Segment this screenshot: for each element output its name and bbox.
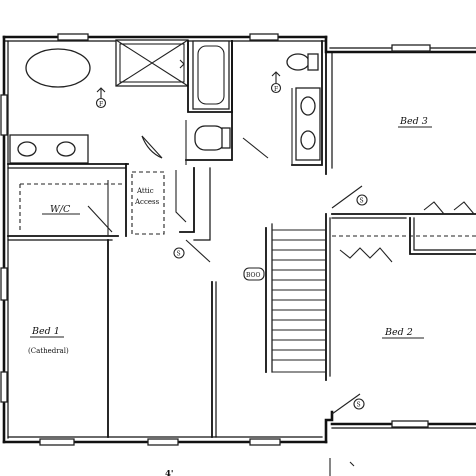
smoke-detector-bed2 bbox=[353, 398, 365, 410]
window-west-1 bbox=[0, 94, 8, 136]
window-south-3 bbox=[249, 438, 281, 446]
toilet-master bbox=[194, 125, 226, 151]
room-label-bed1-cathedral: (Cathedral) bbox=[28, 347, 69, 355]
fan-mark-master: F bbox=[99, 101, 103, 108]
master-bath: F bbox=[9, 39, 233, 165]
window-south-1 bbox=[39, 438, 75, 446]
svg-text:S: S bbox=[177, 251, 181, 258]
window-north-1 bbox=[57, 33, 89, 41]
room-label-wic: W/C bbox=[50, 204, 71, 215]
fan-mark-hall: F bbox=[274, 86, 278, 93]
attic-access-hatch bbox=[131, 171, 165, 235]
exterior-walls bbox=[0, 33, 476, 446]
hall-sink-2 bbox=[300, 130, 316, 150]
soaking-tub bbox=[25, 48, 91, 88]
symbols: S S S BOO bbox=[173, 194, 368, 410]
window-west-3 bbox=[0, 371, 8, 403]
svg-text:S: S bbox=[360, 198, 364, 205]
alcove-tub bbox=[192, 40, 230, 110]
window-north-2 bbox=[249, 33, 279, 41]
interior-walls bbox=[7, 40, 476, 438]
hall-sink-1 bbox=[300, 96, 316, 116]
room-label-bed1: Bed 1 bbox=[31, 326, 60, 337]
room-labels: Bed 3 Bed 2 Bed 1 (Cathedral) W/C Attic … bbox=[28, 116, 432, 355]
sink-1 bbox=[17, 141, 37, 157]
label-attic: Attic bbox=[136, 187, 154, 195]
window-bed2-south bbox=[391, 420, 429, 428]
smoke-detector-bed3 bbox=[356, 194, 368, 206]
boo-mark: BOO bbox=[246, 272, 260, 279]
room-label-bed2: Bed 2 bbox=[384, 327, 413, 338]
sink-2 bbox=[56, 141, 76, 157]
window-west-2 bbox=[0, 267, 8, 301]
label-attic-access: Access bbox=[134, 198, 160, 206]
toilet-hall bbox=[286, 53, 310, 71]
bottom-note: 4' bbox=[165, 469, 174, 476]
window-south-2 bbox=[147, 438, 179, 446]
svg-text:S: S bbox=[357, 402, 361, 409]
window-bed3-north bbox=[391, 44, 431, 52]
staircase bbox=[265, 223, 326, 373]
smoke-detector-hall bbox=[173, 247, 185, 259]
room-label-bed3: Bed 3 bbox=[399, 116, 428, 127]
hall-bath: F bbox=[231, 40, 323, 166]
